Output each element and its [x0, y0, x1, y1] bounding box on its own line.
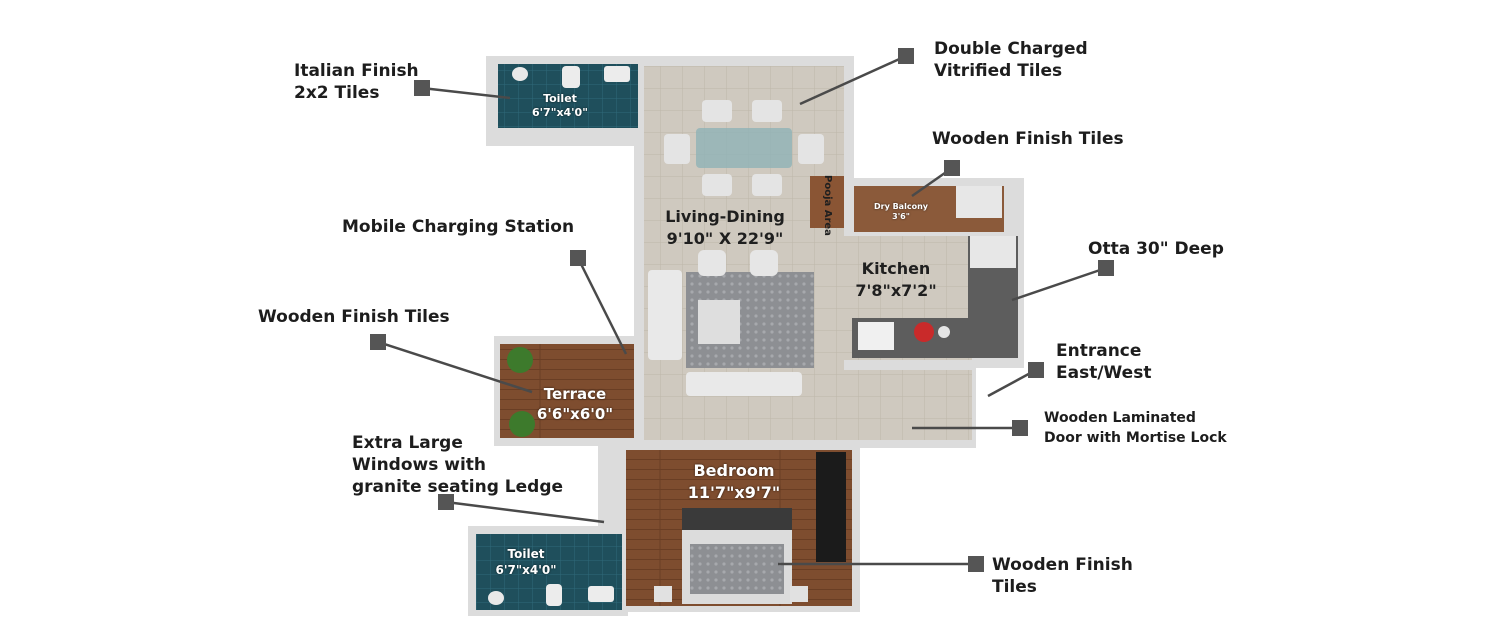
- living-dining-name: Living-Dining: [665, 207, 785, 226]
- terrace-size: 6'6"x6'0": [536, 405, 614, 423]
- callout-wooden-bedroom-line2: Tiles: [992, 577, 1037, 597]
- callout-windows-line2: Windows with: [352, 455, 487, 475]
- toilet-bottom-name: Toilet: [507, 547, 545, 561]
- callout-entrance-line1: Entrance: [1056, 341, 1142, 361]
- callout-wooden-terrace: Wooden Finish Tiles: [258, 306, 450, 328]
- kitchen: [852, 236, 1018, 358]
- bedroom-label: Bedroom 11'7"x9'7": [660, 460, 808, 504]
- toilet-bottom-label: Toilet 6'7"x4'0": [476, 546, 576, 578]
- callout-italian-line1: Italian Finish: [294, 61, 419, 81]
- callout-mobile-line1: Mobile Charging Station: [342, 217, 575, 237]
- callout-door-line2: Door with Mortise Lock: [1044, 430, 1227, 446]
- bedroom: [626, 450, 852, 606]
- callout-mobile-charging: Mobile Charging Station: [342, 216, 574, 238]
- living-furniture: [648, 250, 814, 396]
- callout-wooden-bedroom: Wooden Finish Tiles: [992, 554, 1133, 598]
- callout-windows-line3: granite seating Ledge: [352, 477, 564, 497]
- callout-wooden-terrace-line1: Wooden Finish Tiles: [258, 307, 450, 327]
- callout-wooden-kitchen: Wooden Finish Tiles: [932, 128, 1124, 150]
- callout-door-line1: Wooden Laminated: [1044, 410, 1196, 426]
- kitchen-label: Kitchen 7'8"x7'2": [838, 258, 954, 302]
- toilet-top: [498, 64, 638, 128]
- bedroom-name: Bedroom: [693, 461, 775, 480]
- callout-italian-finish: Italian Finish 2x2 Tiles: [294, 60, 419, 104]
- callout-windows-line1: Extra Large: [352, 433, 463, 453]
- terrace-name: Terrace: [543, 385, 607, 403]
- callout-entrance: Entrance East/West: [1056, 340, 1151, 384]
- dry-balcony-size: 3'6": [892, 212, 910, 221]
- dry-balcony-label: Dry Balcony 3'6": [856, 202, 946, 222]
- dry-balcony-name: Dry Balcony: [874, 202, 928, 211]
- pooja-label: Pooja Area: [821, 175, 833, 236]
- callout-wooden-bedroom-line1: Wooden Finish: [992, 555, 1133, 575]
- kitchen-size: 7'8"x7'2": [855, 281, 937, 300]
- callout-otta: Otta 30" Deep: [1088, 238, 1224, 260]
- living-dining-label: Living-Dining 9'10" X 22'9": [640, 206, 810, 250]
- callout-vitrified-line2: Vitrified Tiles: [934, 61, 1063, 81]
- callout-wooden-kitchen-line1: Wooden Finish Tiles: [932, 129, 1124, 149]
- callout-vitrified-line1: Double Charged: [934, 39, 1088, 59]
- callout-windows: Extra Large Windows with granite seating…: [352, 432, 563, 498]
- dining-table: [664, 100, 824, 196]
- living-dining-size: 9'10" X 22'9": [666, 229, 784, 248]
- kitchen-name: Kitchen: [861, 259, 931, 278]
- terrace: [500, 344, 634, 438]
- callout-otta-line1: Otta 30" Deep: [1088, 239, 1224, 259]
- pooja-name: Pooja Area: [822, 175, 833, 236]
- callout-vitrified: Double Charged Vitrified Tiles: [934, 38, 1088, 82]
- bedroom-size: 11'7"x9'7": [687, 483, 781, 502]
- toilet-top-size: 6'7"x4'0": [532, 106, 588, 119]
- toilet-top-label: Toilet 6'7"x4'0": [508, 92, 612, 120]
- toilet-bottom-size: 6'7"x4'0": [495, 563, 557, 577]
- callout-door: Wooden Laminated Door with Mortise Lock: [1044, 408, 1227, 448]
- pooja-area: [810, 176, 844, 228]
- dry-balcony: [854, 186, 1004, 232]
- callout-entrance-line2: East/West: [1056, 363, 1152, 383]
- terrace-label: Terrace 6'6"x6'0": [520, 384, 630, 424]
- toilet-bottom: [476, 534, 622, 610]
- callout-leaders: [370, 48, 1114, 572]
- toilet-top-name: Toilet: [543, 92, 577, 105]
- callout-italian-line2: 2x2 Tiles: [294, 83, 380, 103]
